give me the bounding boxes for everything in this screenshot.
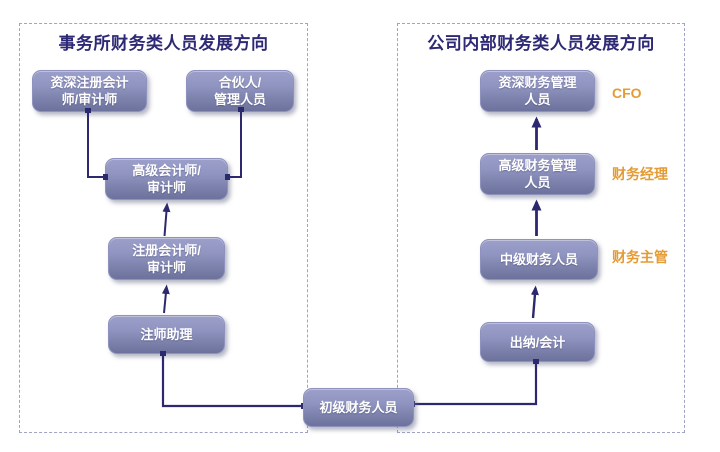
arrow-assistant-to-cpa bbox=[161, 284, 170, 314]
firm-panel-title: 事务所财务类人员发展方向 bbox=[58, 34, 269, 53]
side-label-finance-supervisor: 财务主管 bbox=[612, 249, 668, 265]
node-senior-accountant-auditor: 高级会计师/ 审计师 bbox=[105, 158, 228, 200]
company-panel-title: 公司内部财务类人员发展方向 bbox=[427, 34, 655, 53]
node-mid-finance-staff: 中级财务人员 bbox=[480, 239, 598, 280]
node-cashier-accountant: 出纳/会计 bbox=[480, 322, 595, 362]
connector-senior-accountant-to-partner bbox=[228, 112, 242, 178]
connector-attach-nubs bbox=[85, 107, 539, 409]
node-senior-finance-manager: 高级财务管理 人员 bbox=[480, 153, 595, 195]
connector-junior-to-cashier bbox=[413, 363, 538, 406]
firm-career-panel: 事务所财务类人员发展方向 bbox=[19, 23, 308, 433]
arrow-cashier-to-mid-finance bbox=[530, 285, 539, 319]
connector-senior-accountant-to-senior-cpa bbox=[87, 113, 105, 178]
node-senior-finance-mgmt: 资深财务管理 人员 bbox=[480, 70, 595, 112]
side-label-finance-manager: 财务经理 bbox=[612, 166, 668, 182]
company-career-panel: 公司内部财务类人员发展方向 bbox=[397, 23, 685, 433]
node-cpa-assistant: 注师助理 bbox=[108, 315, 225, 354]
side-label-cfo: CFO bbox=[612, 85, 642, 101]
node-cpa-auditor: 注册会计师/ 审计师 bbox=[108, 237, 225, 280]
connector-junior-to-assistant bbox=[161, 355, 304, 408]
arrow-cpa-to-senior-accountant bbox=[162, 202, 171, 237]
node-junior-finance-staff: 初级财务人员 bbox=[303, 388, 414, 427]
